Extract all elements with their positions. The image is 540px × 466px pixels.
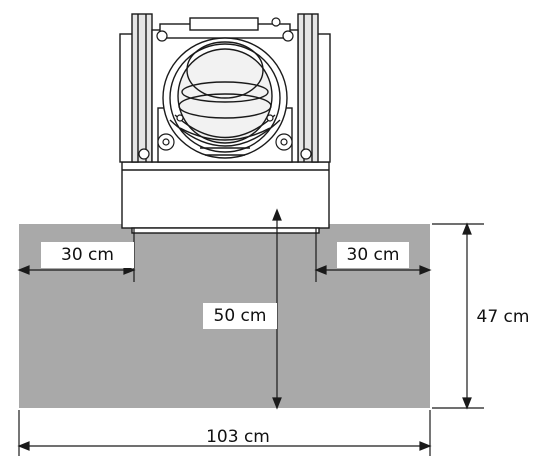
side-depth-dimension <box>432 222 484 410</box>
side-depth-label: 47 cm <box>476 307 530 327</box>
total-width-label: 103 cm <box>206 427 270 447</box>
total-width-dimension <box>17 410 432 456</box>
device-base <box>121 161 330 234</box>
lens-assembly <box>162 37 288 159</box>
device-footprint-lines <box>133 228 317 282</box>
mounting-bolts <box>138 17 312 160</box>
left-clearance-label: 30 cm <box>41 242 134 268</box>
right-clearance-label: 30 cm <box>337 242 409 268</box>
right-clearance-dimension <box>314 265 432 275</box>
left-clearance-dimension <box>17 265 136 275</box>
center-depth-dimension <box>272 208 282 410</box>
front-depth-label: 50 cm <box>203 303 277 329</box>
